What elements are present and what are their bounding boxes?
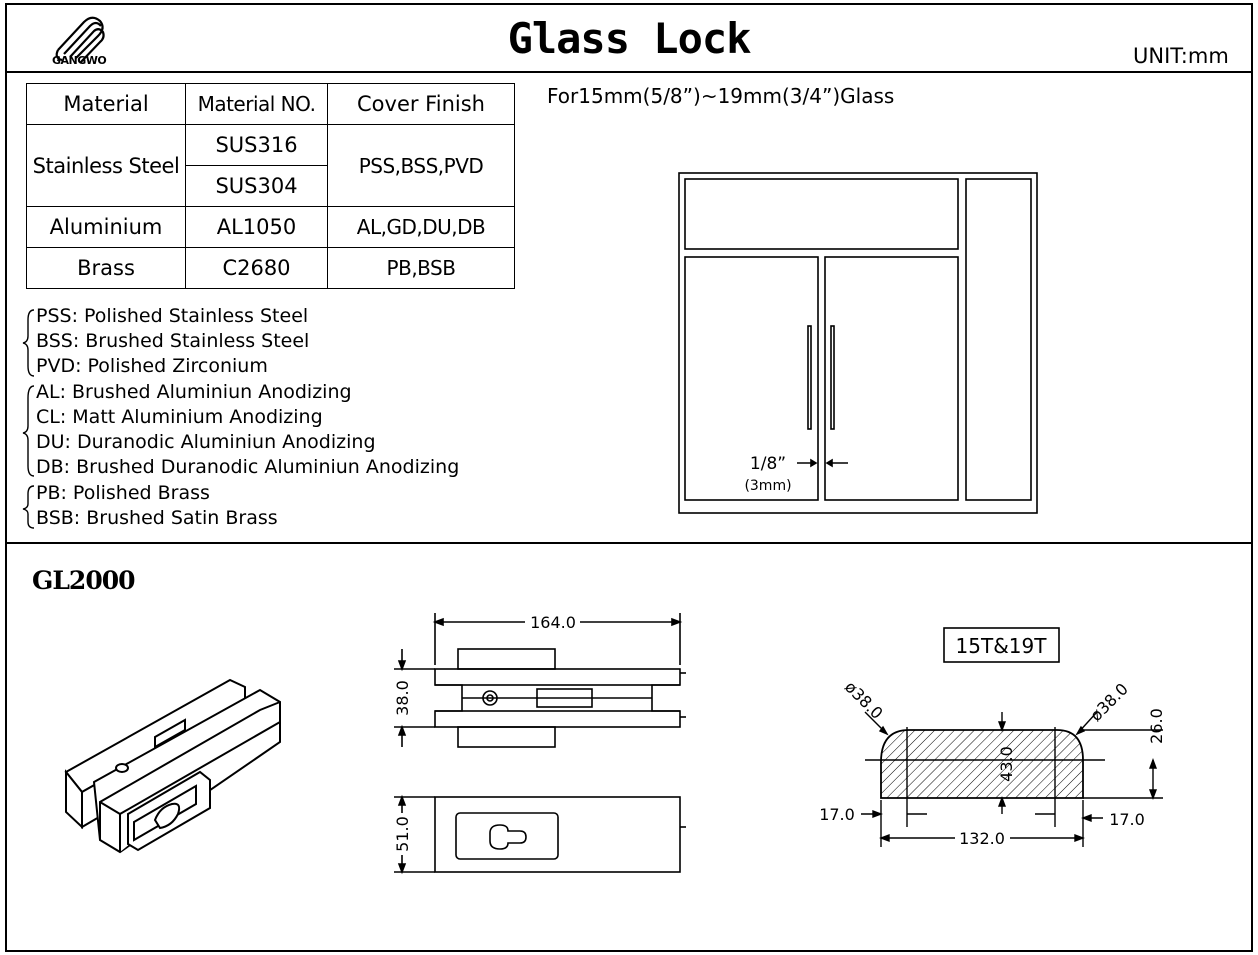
legend-item: AL: Brushed Aluminiun Anodizing <box>36 381 352 403</box>
legend-item: DU: Duranodic Aluminiun Anodizing <box>36 431 376 453</box>
section-height-label: 43.0 <box>997 746 1016 782</box>
section-width-label: 132.0 <box>959 829 1005 848</box>
gangwo-logo-icon <box>55 16 105 64</box>
legend-braces <box>22 309 35 529</box>
offset-right-label: 17.0 <box>1109 810 1145 829</box>
table-row: Aluminium AL1050 AL,GD,DU,DB <box>26 206 515 248</box>
page-title: Glass Lock <box>507 14 752 63</box>
finish-cell: PB,BSB <box>327 247 515 289</box>
lock-section-view: 15T&19T 43.0 26.0 132.0 17.0 17.0 ø38.0 <box>819 627 1166 848</box>
material-no-cell: SUS316 <box>185 124 328 166</box>
lock-isometric-view <box>64 678 281 854</box>
table-row: Brass C2680 PB,BSB <box>26 247 515 289</box>
table-row: Stainless Steel SUS316 PSS,BSS,PVD <box>26 124 515 207</box>
finish-cell: AL,GD,DU,DB <box>327 206 515 248</box>
front-width-label: 164.0 <box>530 613 576 632</box>
bottom-height-label: 51.0 <box>393 816 412 852</box>
header-divider <box>5 71 1253 73</box>
legend-stainless: PSS: Polished Stainless Steel BSS: Brush… <box>36 304 309 379</box>
radius-left-label: ø38.0 <box>841 677 887 723</box>
table-header-row: Material Material NO. Cover Finish <box>26 83 515 125</box>
lock-front-view: 164.0 38.0 51.0 <box>393 613 686 875</box>
unit-label: UNIT:mm <box>1133 44 1229 68</box>
materials-table: Material Material NO. Cover Finish Stain… <box>26 83 515 289</box>
material-cell: Aluminium <box>26 206 186 248</box>
material-cell: Brass <box>26 247 186 289</box>
finish-cell: PSS,BSS,PVD <box>327 124 515 207</box>
table-row: SUS304 <box>27 165 515 207</box>
door-diagram: 1/8” (3mm) <box>678 172 1038 514</box>
legend-aluminium: AL: Brushed Aluminiun Anodizing CL: Matt… <box>36 380 459 480</box>
legend-brass: PB: Polished Brass BSB: Brushed Satin Br… <box>36 481 278 531</box>
legend-item: CL: Matt Aluminium Anodizing <box>36 406 323 428</box>
logo-text: GANGWO <box>52 54 107 67</box>
material-cell: Stainless Steel <box>26 124 186 207</box>
legend-item: BSB: Brushed Satin Brass <box>36 507 278 529</box>
legend-item: PSS: Polished Stainless Steel <box>36 305 309 327</box>
material-no-cell: C2680 <box>185 247 328 289</box>
material-no-cell: AL1050 <box>185 206 328 248</box>
model-number: GL2000 <box>32 566 136 595</box>
gap-sub-label: (3mm) <box>744 478 791 494</box>
legend-item: PVD: Polished Zirconium <box>36 355 268 377</box>
drawing-frame <box>5 3 1253 952</box>
material-no-cell: SUS304 <box>185 165 328 207</box>
offset-left-label: 17.0 <box>819 805 855 824</box>
legend-item: DB: Brushed Duranodic Aluminiun Anodizin… <box>36 456 460 478</box>
thickness-tag: 15T&19T <box>956 634 1048 658</box>
legend-item: BSS: Brushed Stainless Steel <box>36 330 310 352</box>
column-header: Material NO. <box>185 83 328 125</box>
section-divider <box>5 542 1253 544</box>
glass-thickness-note: For15mm(5/8”)~19mm(3/4”)Glass <box>547 84 895 108</box>
front-height-label: 38.0 <box>393 680 412 716</box>
column-header: Cover Finish <box>327 83 515 125</box>
gap-label: 1/8” <box>750 454 786 474</box>
radius-right-label: ø38.0 <box>1086 679 1132 725</box>
section-right-height-label: 26.0 <box>1147 708 1166 744</box>
column-header: Material <box>26 83 186 125</box>
legend-item: PB: Polished Brass <box>36 482 210 504</box>
